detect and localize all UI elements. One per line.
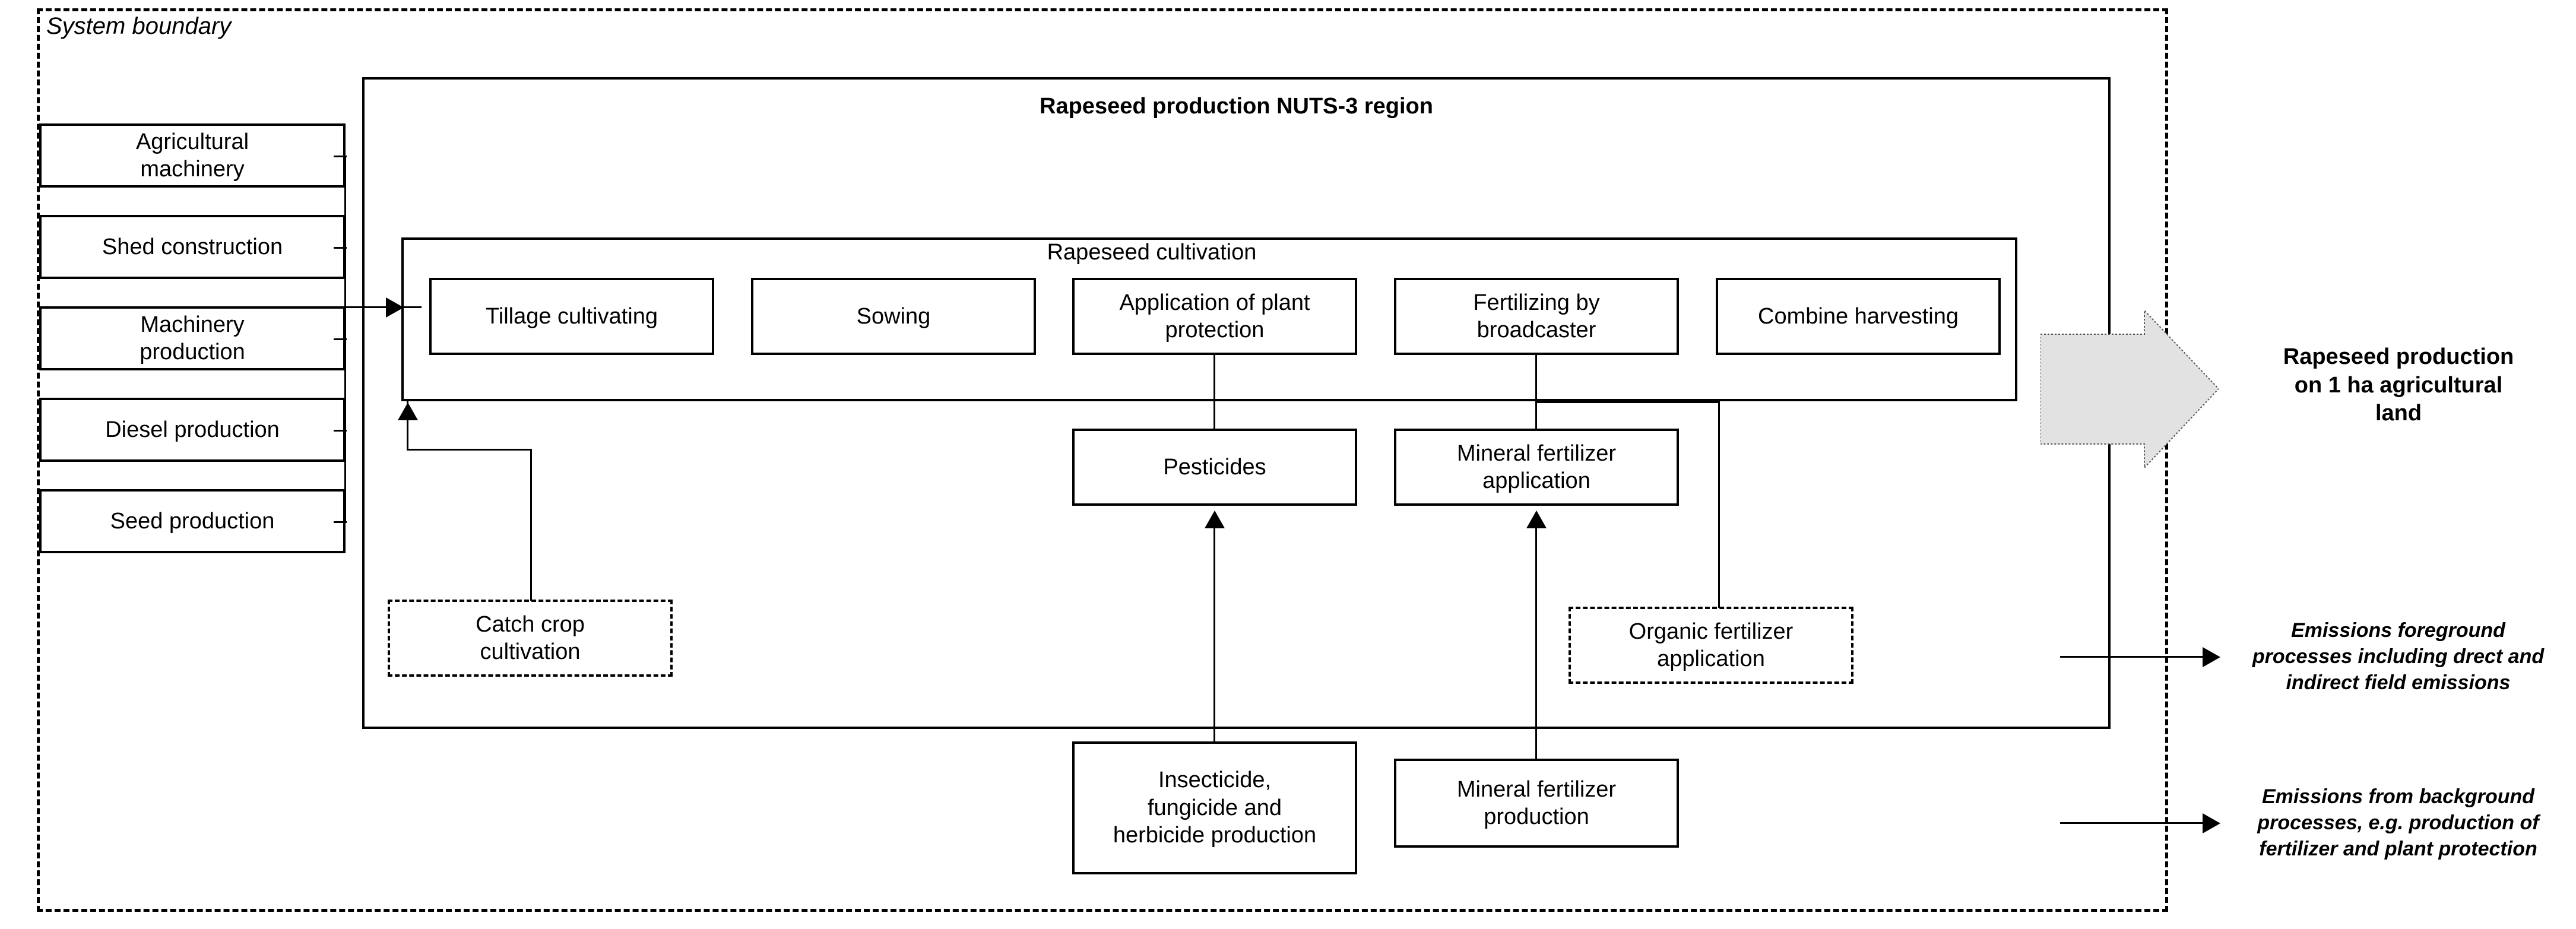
organic-fert-riser: [1718, 402, 1720, 608]
catch-crop-horizontal: [407, 449, 532, 451]
input-brace-stub-5: [334, 521, 347, 523]
catch-crop-arrowhead: [398, 402, 418, 420]
mineral-fert-prod-to-app-arrowhead: [1526, 511, 1547, 528]
emissions-foreground-label: Emissions foreground processes including…: [2252, 619, 2545, 695]
mineral-fert-prod-to-app-line: [1535, 528, 1537, 760]
background-box-insecticide-fungicide-herbicide-production[interactable]: Insecticide, fungicide and herbicide pro…: [1072, 741, 1357, 874]
emissions-background-arrowhead: [2203, 813, 2220, 833]
input-to-cultivation-arrowhead: [386, 297, 404, 318]
catch-crop-riser: [530, 449, 532, 601]
product-output-label: Rapeseed production on 1 ha agricultural…: [2283, 344, 2514, 426]
input-brace-stub-3: [334, 338, 347, 340]
mid-box-mineral-fertilizer-application[interactable]: Mineral fertilizer application: [1394, 429, 1679, 506]
plant-protection-to-pesticides-line: [1213, 355, 1215, 430]
input-box-seed-production[interactable]: Seed production: [39, 489, 346, 553]
input-brace-stub-2: [334, 247, 347, 249]
catch-crop-to-cultivation-riser: [407, 401, 408, 449]
cultivation-box-combine-harvesting[interactable]: Combine harvesting: [1716, 278, 2001, 355]
insecticide-to-pesticides-line: [1213, 528, 1215, 742]
rapeseed-production-title: Rapeseed production NUTS-3 region: [1040, 94, 1433, 119]
insecticide-to-pesticides-arrowhead: [1205, 511, 1225, 528]
emissions-foreground-line: [2060, 656, 2209, 658]
emissions-background-line: [2060, 822, 2209, 824]
emissions-foreground-arrowhead: [2203, 647, 2220, 667]
cultivation-box-sowing[interactable]: Sowing: [751, 278, 1036, 355]
cultivation-box-application-of-plant-protection[interactable]: Application of plant protection: [1072, 278, 1357, 355]
cultivation-box-tillage-cultivating[interactable]: Tillage cultivating: [429, 278, 714, 355]
system-boundary-label: System boundary: [46, 13, 232, 39]
rapeseed-cultivation-title: Rapeseed cultivation: [1047, 240, 1257, 265]
rapeseed-cultivation-frame: [401, 237, 2017, 401]
input-brace-stub-4: [334, 430, 347, 432]
system-boundary: [37, 8, 2168, 912]
broadcaster-to-mineral-fert-app-line: [1535, 355, 1537, 430]
input-box-diesel-production[interactable]: Diesel production: [39, 398, 346, 462]
mid-box-pesticides[interactable]: Pesticides: [1072, 429, 1357, 506]
input-box-agricultural-machinery[interactable]: Agricultural machinery: [39, 123, 346, 188]
organic-fert-horizontal: [1535, 401, 1720, 403]
emissions-background-label: Emissions from background processes, e.g…: [2257, 785, 2539, 861]
input-to-cultivation-line: [344, 306, 422, 308]
product-output-arrow: [2040, 309, 2220, 470]
optional-box-catch-crop-cultivation[interactable]: Catch crop cultivation: [388, 600, 673, 677]
cultivation-box-fertilizing-by-broadcaster[interactable]: Fertilizing by broadcaster: [1394, 278, 1679, 355]
background-box-mineral-fertilizer-production[interactable]: Mineral fertilizer production: [1394, 759, 1679, 848]
input-brace-stub-1: [334, 156, 347, 157]
input-box-machinery-production[interactable]: Machinery production: [39, 306, 346, 370]
input-box-shed-construction[interactable]: Shed construction: [39, 215, 346, 279]
optional-box-organic-fertilizer-application[interactable]: Organic fertilizer application: [1569, 607, 1853, 684]
